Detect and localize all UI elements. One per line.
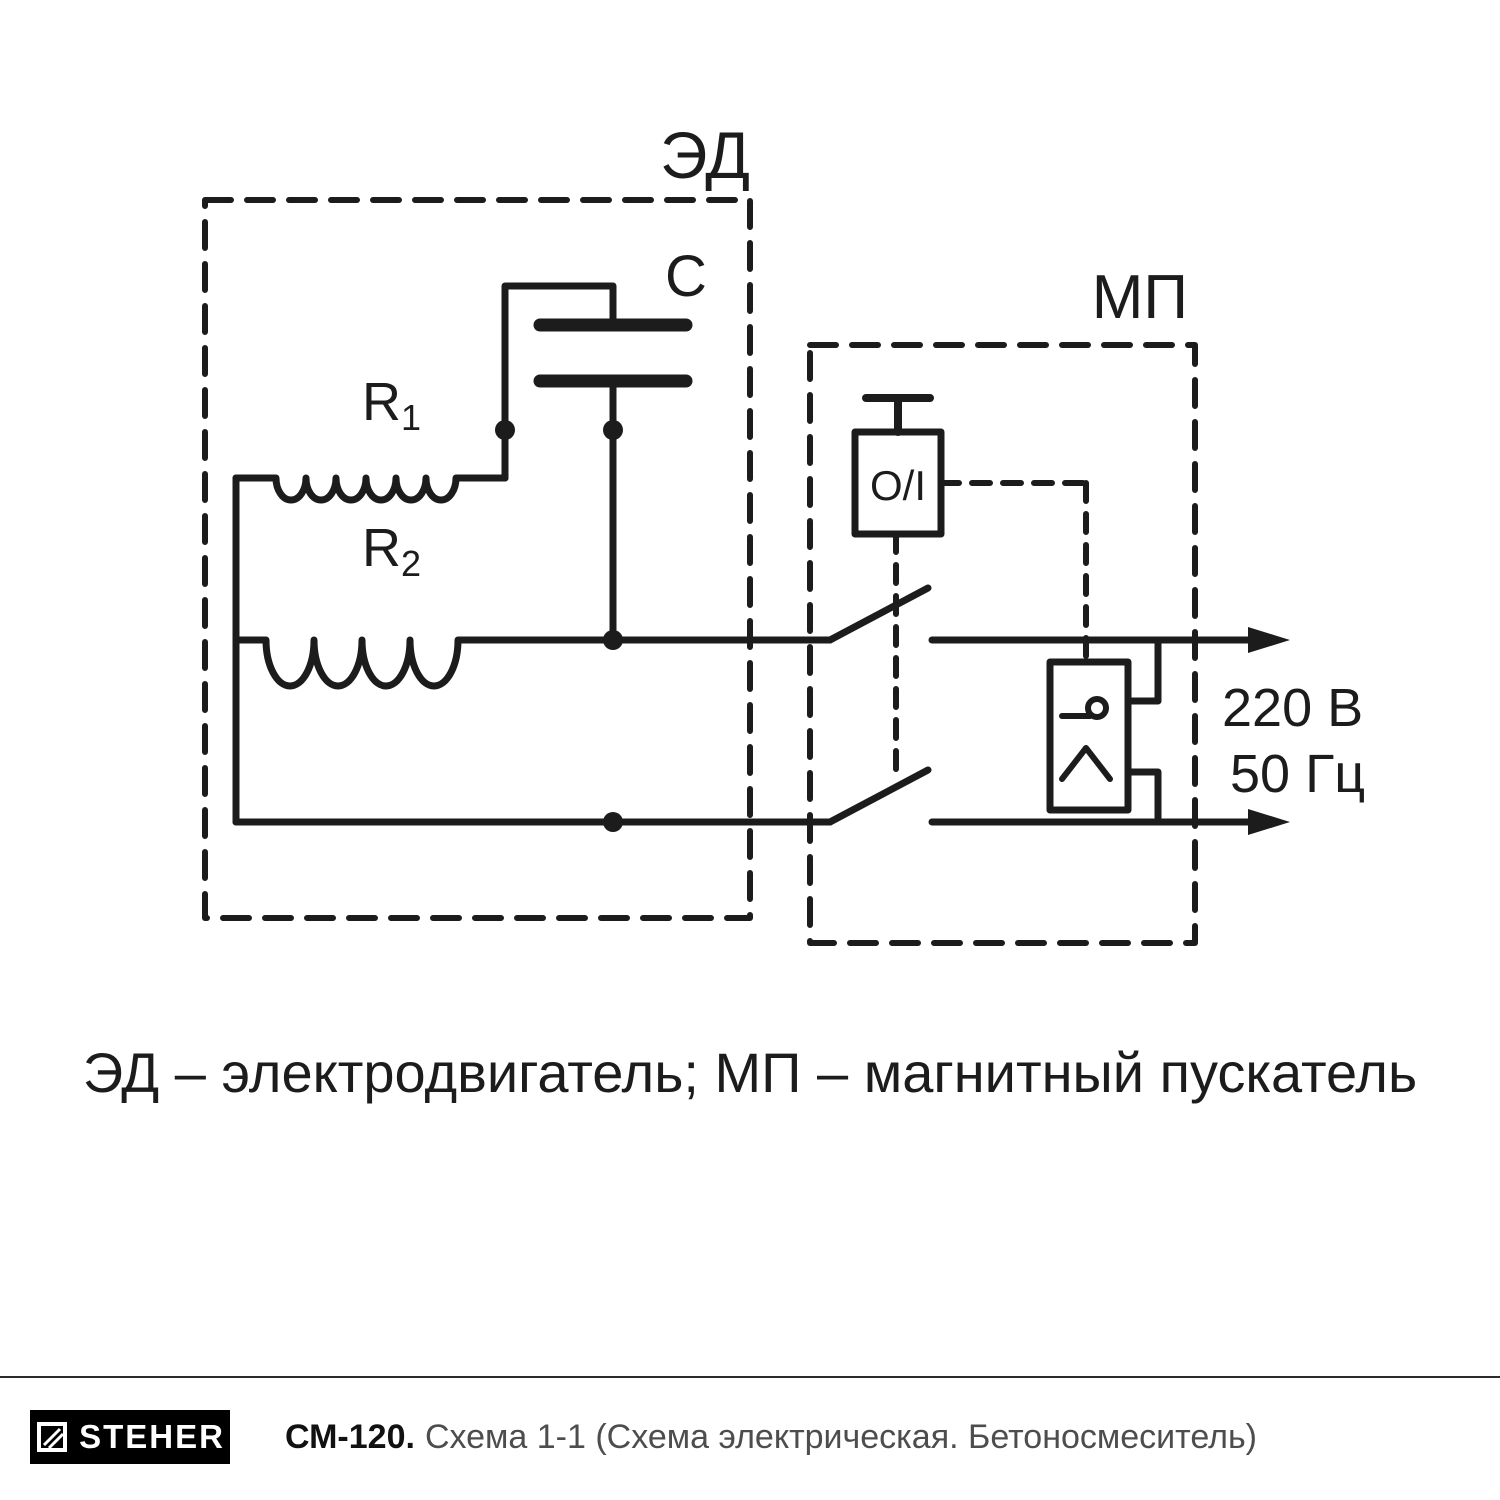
winding2-label: R2	[362, 518, 421, 584]
motor-boundary-box	[202, 197, 753, 921]
starter-boundary-box	[807, 342, 1198, 946]
contact-blade-bottom	[826, 766, 932, 826]
brand-hatched-square-icon	[37, 1422, 68, 1452]
arrow-right-top-icon	[1248, 627, 1290, 653]
footer: STEHER СМ-120.Схема 1-1 (Схема электриче…	[30, 1410, 1470, 1464]
wire-coil-bottom-tab	[1124, 768, 1162, 826]
wire-capacitor-top-lead	[501, 282, 617, 482]
start-stop-button-box	[851, 428, 945, 538]
footer-caption: СМ-120.Схема 1-1 (Схема электрическая. Б…	[285, 1418, 1257, 1457]
voltage-label: 220 В	[1222, 678, 1363, 738]
footer-divider	[0, 1376, 1500, 1378]
starter-coil-box	[1046, 658, 1132, 814]
winding-r2-coil	[232, 636, 834, 690]
contact-blade-top	[826, 584, 932, 644]
control-linkage-dashes	[893, 480, 1089, 785]
coil-symbol-bottom-stroke	[1059, 745, 1113, 782]
frequency-label: 50 Гц	[1230, 744, 1365, 804]
scheme-description: Схема 1-1 (Схема электрическая. Бетоносм…	[424, 1417, 1258, 1456]
model-number: СМ-120.	[285, 1417, 415, 1456]
brand-name: STEHER	[79, 1418, 225, 1455]
button-label: O/I	[870, 462, 926, 509]
junction-dots	[495, 420, 623, 832]
diagram-caption: ЭД – электродвигатель; МП – магнитный пу…	[82, 1041, 1418, 1104]
capacitor-label: C	[665, 244, 707, 309]
wire-coil-top-tab	[1124, 636, 1162, 705]
starter-label: МП	[1092, 263, 1188, 332]
winding1-label: R1	[362, 372, 421, 438]
circuit-diagram: ЭД МП C R1 R2 O/I 220 В 50 Гц	[202, 118, 1365, 946]
coil-symbol-loop	[1085, 696, 1109, 720]
motor-label: ЭД	[660, 118, 750, 192]
winding-r1-coil	[232, 474, 509, 504]
output-arrow-icons	[1248, 627, 1290, 835]
brand-logo: STEHER	[30, 1410, 230, 1464]
button-actuator-icon	[862, 394, 934, 436]
arrow-right-bottom-icon	[1248, 809, 1290, 835]
